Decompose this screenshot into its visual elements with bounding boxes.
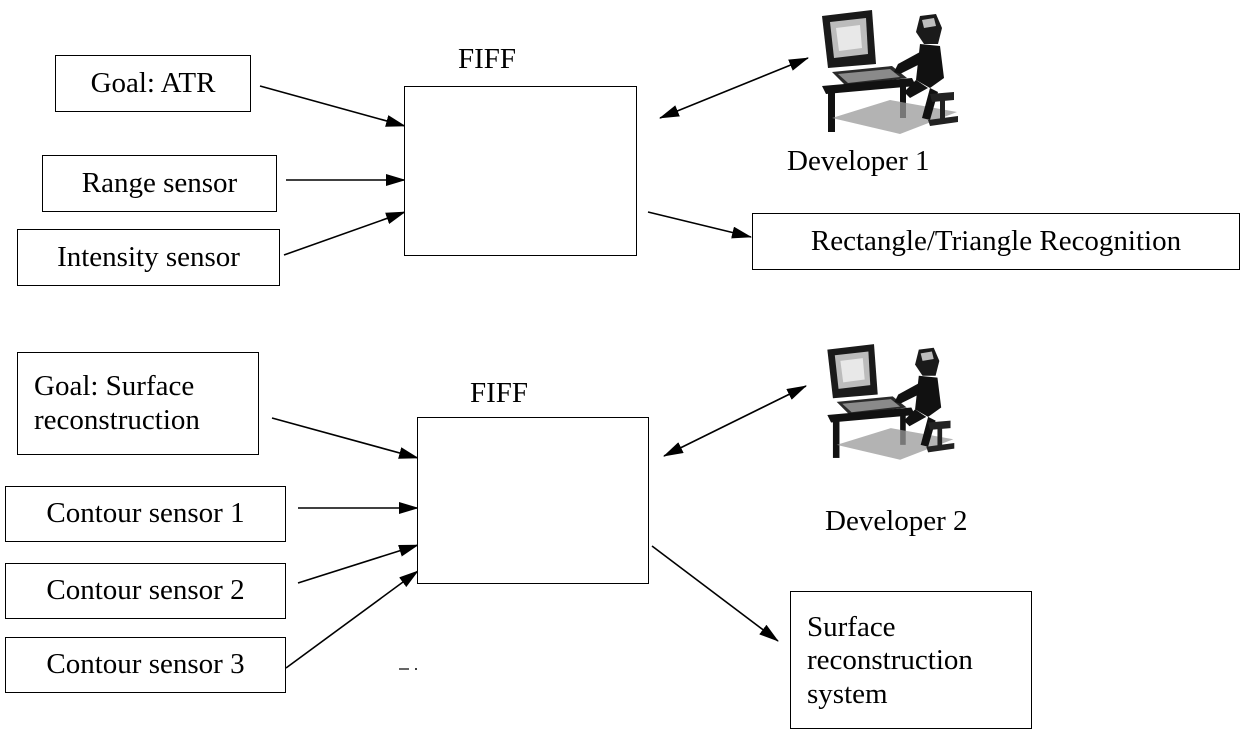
developer-label: Developer 2: [825, 505, 968, 537]
input-box-goal: Goal: Surface reconstruction: [17, 352, 259, 455]
input-box-contour-sensor-2: Contour sensor 2: [5, 563, 286, 619]
output-box: Surface reconstruction system: [790, 591, 1032, 729]
input-box-contour-sensor-3: Contour sensor 3: [5, 637, 286, 693]
output-box: Rectangle/Triangle Recognition: [752, 213, 1240, 270]
fiff-engine-label: FIFF: [470, 377, 529, 409]
arrow-intensity-to-fiff-1: [283, 211, 406, 256]
person-at-computer-icon: [827, 344, 955, 460]
arrow-contour3-to-fiff-2: [285, 570, 419, 669]
person-at-computer-icon: [822, 10, 958, 134]
fiff-engine-box: [417, 417, 649, 584]
input-box-range-sensor: Range sensor: [42, 155, 277, 212]
arrow-fiff-developer-2: [663, 385, 807, 457]
input-box-goal: Goal: ATR: [55, 55, 251, 112]
input-box-intensity-sensor: Intensity sensor: [17, 229, 280, 286]
developer-label: Developer 1: [787, 145, 930, 177]
input-box-contour-sensor-1: Contour sensor 1: [5, 486, 286, 542]
fiff-engine-label: FIFF: [458, 43, 517, 75]
fiff-engine-box: [404, 86, 637, 256]
arrow-goal-to-fiff-2: [271, 417, 419, 459]
arrow-goal-to-fiff-1: [259, 85, 406, 127]
arrow-fiff-to-output-1: [647, 211, 752, 239]
scan-mark: [415, 668, 417, 670]
arrow-fiff-to-output-2: [651, 545, 779, 642]
arrow-contour2-to-fiff-2: [297, 544, 419, 584]
arrow-fiff-developer-1: [659, 57, 809, 119]
